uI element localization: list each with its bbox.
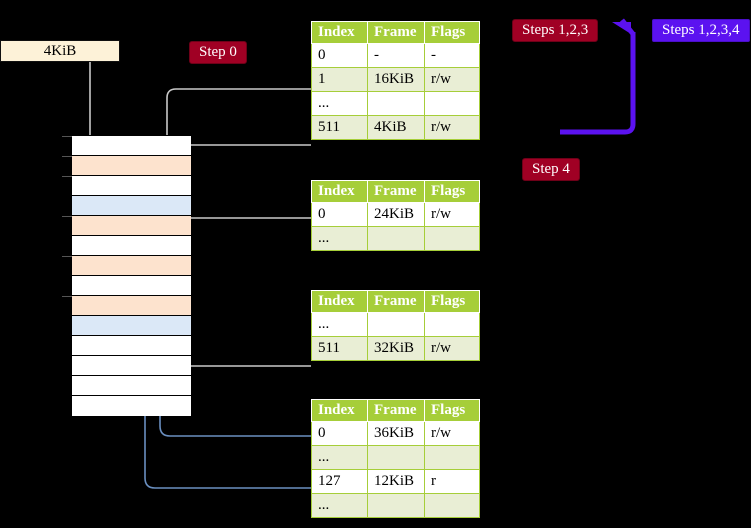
memory-row — [72, 196, 191, 216]
cell-index: ... — [311, 493, 368, 518]
cell-flags: - — [424, 43, 480, 68]
cell-index: 1 — [311, 67, 368, 92]
table-row[interactable]: 127 12KiB r — [311, 469, 480, 494]
cell-index: 511 — [311, 336, 368, 361]
column-header-index: Index — [311, 290, 368, 313]
memory-row — [62, 176, 191, 196]
table-header-row: Index Frame Flags — [311, 290, 480, 313]
memory-row — [72, 356, 191, 376]
table-row[interactable]: ... — [311, 312, 480, 337]
cell-flags: r — [424, 469, 480, 494]
steps-123-badge: Steps 1,2,3 — [512, 19, 599, 42]
memory-row-tick — [62, 256, 72, 257]
step-4-badge: Step 4 — [522, 158, 580, 181]
memory-row-tick — [62, 216, 72, 217]
cell-flags: r/w — [424, 336, 480, 361]
table-row[interactable]: ... — [311, 493, 480, 518]
table-row[interactable]: 511 4KiB r/w — [311, 115, 480, 140]
cell-frame: 24KiB — [367, 202, 425, 227]
memory-row — [72, 376, 191, 396]
memory-row-tick — [62, 296, 72, 297]
table-row[interactable]: 1 16KiB r/w — [311, 67, 480, 92]
cell-index: ... — [311, 312, 368, 337]
cell-frame: 12KiB — [367, 469, 425, 494]
column-header-flags: Flags — [424, 180, 480, 203]
cell-index: 127 — [311, 469, 368, 494]
step-0-badge: Step 0 — [189, 41, 247, 64]
physical-memory-block — [62, 135, 191, 416]
page-table-level-2: Index Frame Flags 0 24KiB r/w ... — [311, 180, 480, 251]
page-table-level-1: Index Frame Flags 0 - - 1 16KiB r/w ... — [311, 21, 480, 140]
cell-index: 0 — [311, 43, 368, 68]
column-header-flags: Flags — [424, 290, 480, 313]
table-row[interactable]: 0 24KiB r/w — [311, 202, 480, 227]
cell-flags — [424, 445, 480, 470]
memory-row — [62, 156, 191, 176]
cell-index: 0 — [311, 421, 368, 446]
memory-row — [62, 256, 191, 276]
column-header-frame: Frame — [367, 290, 425, 313]
memory-row — [62, 136, 191, 156]
table-header-row: Index Frame Flags — [311, 21, 480, 44]
cell-frame: 36KiB — [367, 421, 425, 446]
cell-flags — [424, 226, 480, 251]
cell-frame: 4KiB — [367, 115, 425, 140]
column-header-flags: Flags — [424, 21, 480, 44]
cell-flags: r/w — [424, 202, 480, 227]
table-header-row: Index Frame Flags — [311, 180, 480, 203]
cell-flags: r/w — [424, 421, 480, 446]
memory-size-label: 4KiB — [0, 40, 120, 62]
column-header-index: Index — [311, 399, 368, 422]
cell-flags — [424, 493, 480, 518]
table-row[interactable]: ... — [311, 91, 480, 116]
cell-flags — [424, 91, 480, 116]
memory-row-tick — [62, 156, 72, 157]
cell-index: ... — [311, 91, 368, 116]
cell-index: ... — [311, 226, 368, 251]
column-header-flags: Flags — [424, 399, 480, 422]
cell-frame — [367, 226, 425, 251]
table-row[interactable]: ... — [311, 226, 480, 251]
cell-index: 0 — [311, 202, 368, 227]
table-row[interactable]: ... — [311, 445, 480, 470]
memory-row — [72, 396, 191, 416]
table-header-row: Index Frame Flags — [311, 399, 480, 422]
page-table-level-4: Index Frame Flags 0 36KiB r/w ... 127 12… — [311, 399, 480, 518]
cell-index: ... — [311, 445, 368, 470]
memory-row — [72, 316, 191, 336]
page-table-level-3: Index Frame Flags ... 511 32KiB r/w — [311, 290, 480, 361]
memory-row — [72, 236, 191, 256]
column-header-frame: Frame — [367, 180, 425, 203]
memory-row — [72, 276, 191, 296]
column-header-index: Index — [311, 21, 368, 44]
column-header-index: Index — [311, 180, 368, 203]
column-header-frame: Frame — [367, 21, 425, 44]
column-header-frame: Frame — [367, 399, 425, 422]
table-row[interactable]: 0 36KiB r/w — [311, 421, 480, 446]
cell-flags: r/w — [424, 115, 480, 140]
table-row[interactable]: 0 - - — [311, 43, 480, 68]
cell-frame: 32KiB — [367, 336, 425, 361]
memory-row — [72, 336, 191, 356]
table-row[interactable]: 511 32KiB r/w — [311, 336, 480, 361]
steps-1234-badge: Steps 1,2,3,4 — [652, 19, 750, 42]
cell-frame — [367, 91, 425, 116]
cell-frame — [367, 445, 425, 470]
cell-frame: - — [367, 43, 425, 68]
cell-index: 511 — [311, 115, 368, 140]
memory-row — [62, 216, 191, 236]
cell-flags — [424, 312, 480, 337]
memory-row-tick — [62, 136, 72, 137]
memory-row-tick — [62, 176, 72, 177]
memory-row — [62, 296, 191, 316]
cell-flags: r/w — [424, 67, 480, 92]
cell-frame — [367, 312, 425, 337]
cell-frame — [367, 493, 425, 518]
cell-frame: 16KiB — [367, 67, 425, 92]
